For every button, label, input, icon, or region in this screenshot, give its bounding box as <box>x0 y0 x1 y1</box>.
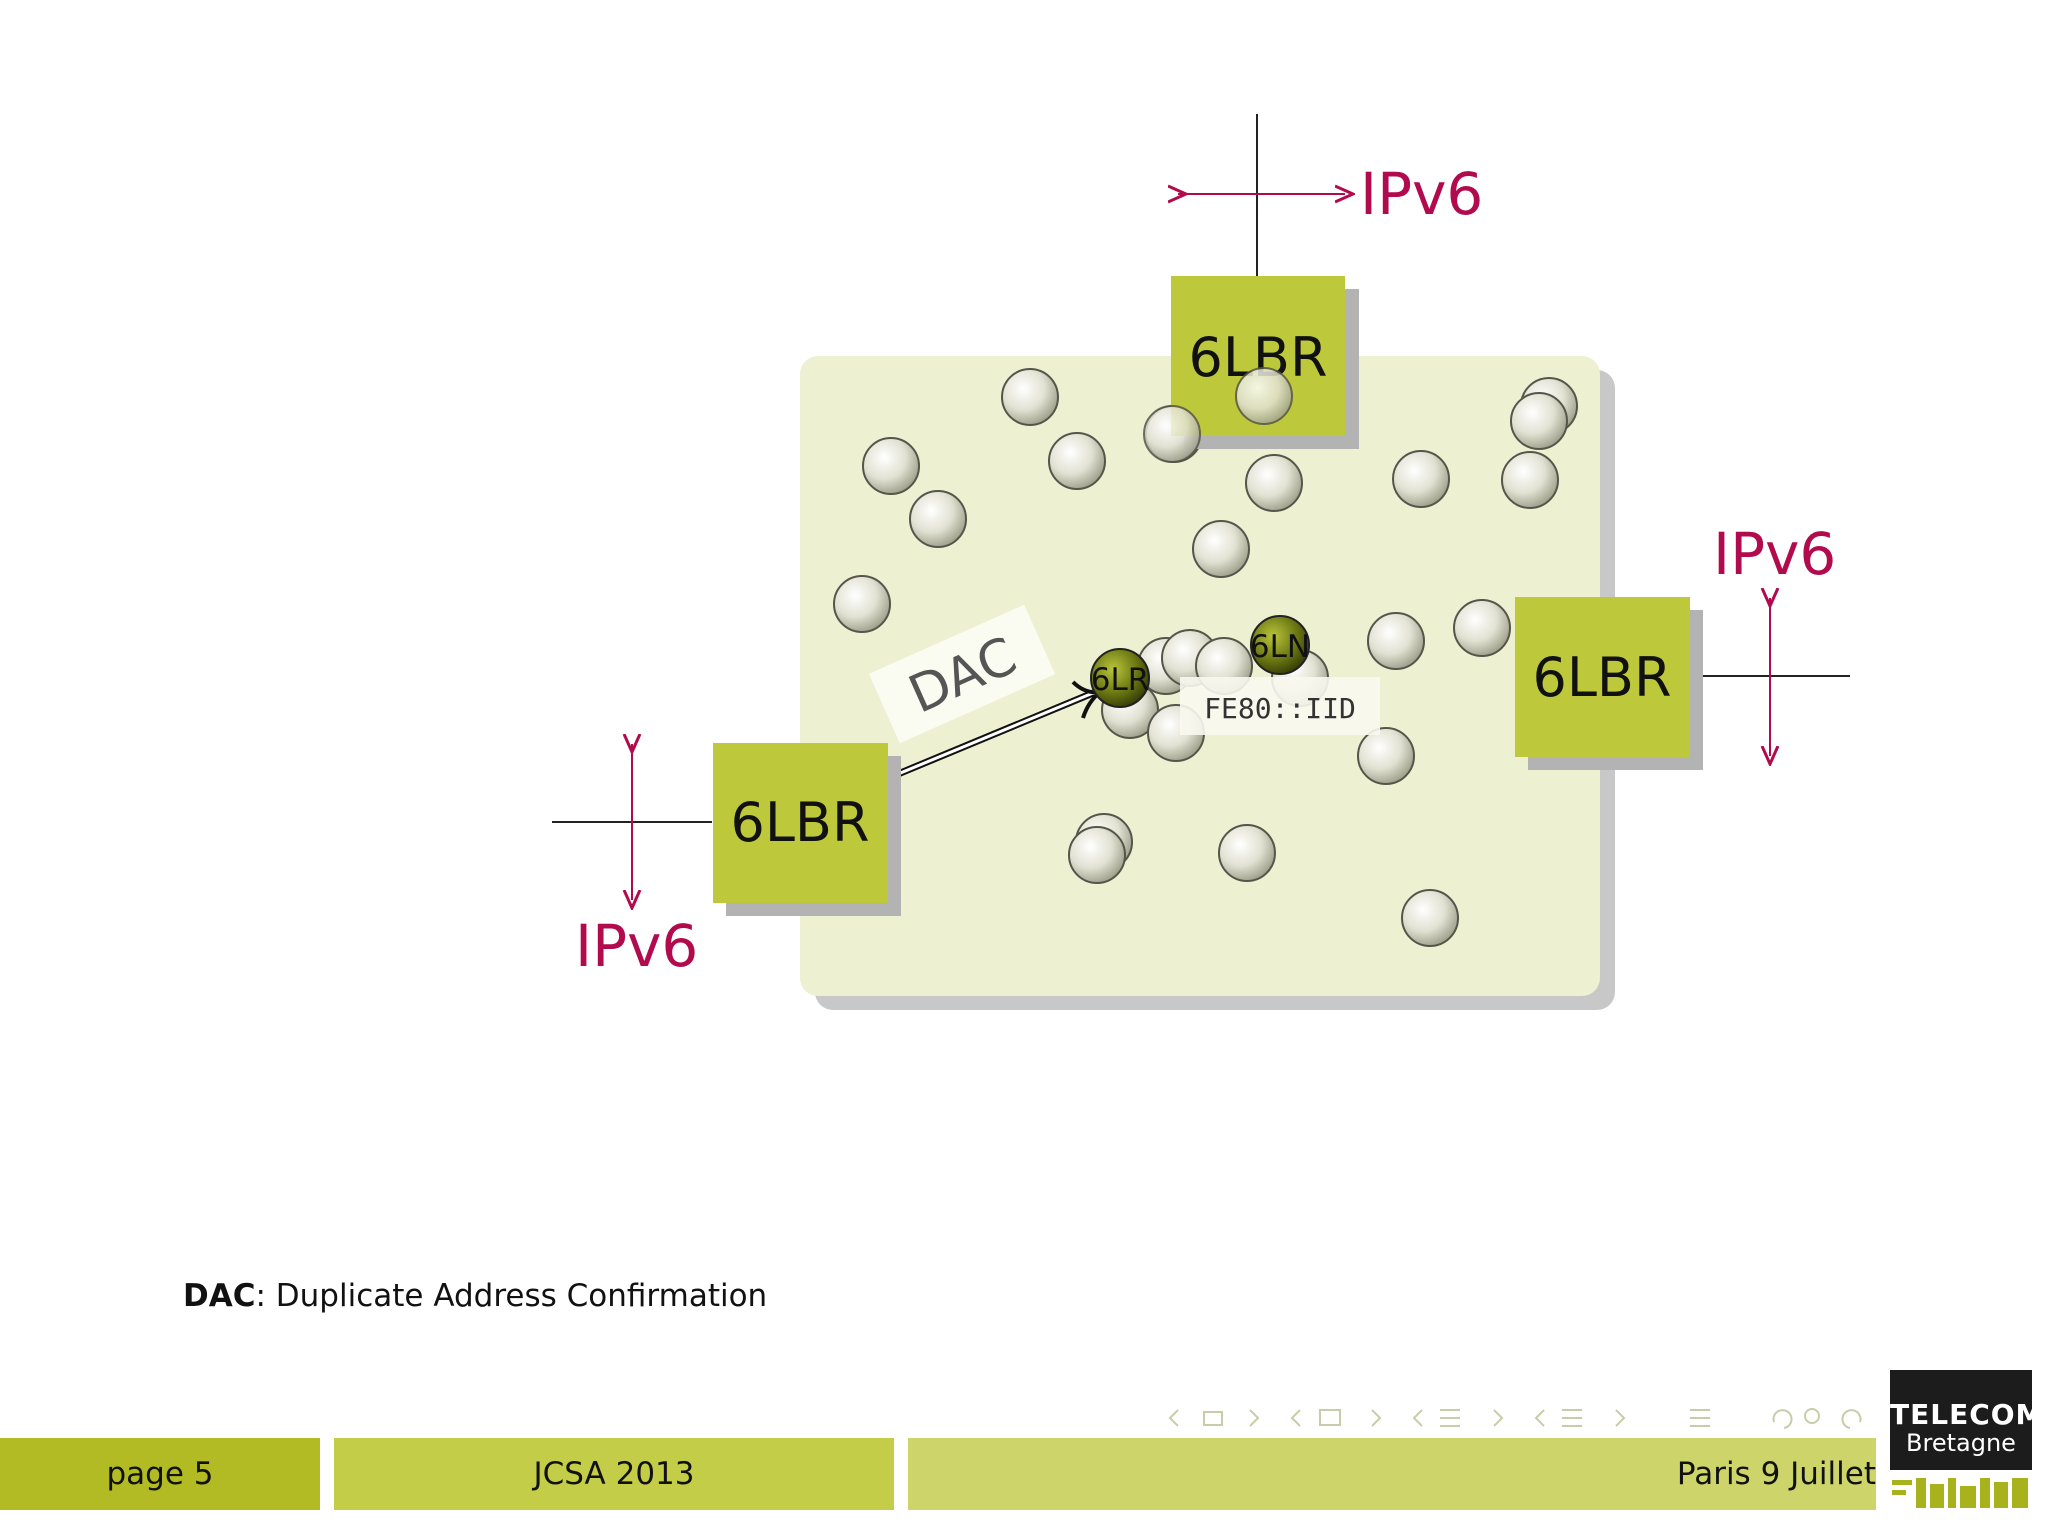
lbr-left: 6LBR <box>713 743 901 916</box>
caption-definition: : Duplicate Address Confirmation <box>255 1278 768 1314</box>
node <box>1357 727 1415 785</box>
node <box>1235 367 1293 425</box>
6lr-label: 6LR <box>1091 662 1150 698</box>
footer-page-label: page 5 <box>106 1456 214 1492</box>
lbr-right: 6LBR <box>1515 597 1703 770</box>
prev-section-icon[interactable] <box>1412 1409 1423 1427</box>
node <box>1245 454 1303 512</box>
next-frame-icon[interactable] <box>1249 1409 1260 1427</box>
6ln-label: 6LN <box>1250 629 1310 665</box>
prev-slide-icon[interactable] <box>1290 1409 1301 1427</box>
caption-term: DAC <box>183 1278 256 1314</box>
node <box>1192 520 1250 578</box>
top-ipv6-label: IPv6 <box>1360 160 1483 228</box>
6ln-node <box>1250 615 1310 675</box>
logo-line2: Bretagne <box>1906 1429 2016 1457</box>
node <box>1401 889 1459 947</box>
node <box>1143 405 1201 463</box>
node <box>1001 368 1059 426</box>
logo-line1: TELECOM <box>1890 1398 2045 1431</box>
right-ipv6-label: IPv6 <box>1713 520 1836 588</box>
node <box>833 575 891 633</box>
logo-emblem-icon <box>1890 1474 2032 1512</box>
search-icon[interactable] <box>1804 1408 1820 1424</box>
caption: DAC: Duplicate Address Confirmation <box>183 1278 767 1314</box>
slide-icon[interactable] <box>1319 1409 1341 1426</box>
forward-icon[interactable] <box>1841 1409 1862 1429</box>
frame-icon[interactable] <box>1203 1411 1223 1426</box>
left-ipv6-label: IPv6 <box>575 912 698 980</box>
footer-page: page 5 <box>0 1438 320 1510</box>
footer-event: JCSA 2013 <box>334 1438 894 1510</box>
node <box>1068 826 1126 884</box>
address-tag <box>1180 677 1380 735</box>
overlap-nodes <box>1143 367 1293 463</box>
document-icon[interactable] <box>1690 1409 1710 1427</box>
next-section-icon[interactable] <box>1493 1409 1504 1427</box>
footer-event-label: JCSA 2013 <box>533 1456 695 1492</box>
node <box>1048 432 1106 490</box>
node <box>1392 450 1450 508</box>
node <box>909 490 967 548</box>
prev-frame-icon[interactable] <box>1168 1409 1179 1427</box>
next-subsection-icon[interactable] <box>1615 1409 1626 1427</box>
back-icon[interactable] <box>1772 1409 1793 1429</box>
navigation-bar <box>1168 1408 1862 1429</box>
node <box>1367 612 1425 670</box>
next-slide-icon[interactable] <box>1371 1409 1382 1427</box>
telecom-bretagne-logo: TELECOM Bretagne <box>1890 1370 2045 1470</box>
prev-subsection-icon[interactable] <box>1534 1409 1545 1427</box>
node <box>1453 599 1511 657</box>
lbr-right-label: 6LBR <box>1532 646 1671 709</box>
subsection-icon[interactable] <box>1562 1409 1582 1427</box>
footer-place: Paris 9 Juillet <box>908 1438 1876 1510</box>
lbr-left-label: 6LBR <box>730 791 869 854</box>
node <box>1218 824 1276 882</box>
node <box>1510 392 1568 450</box>
footer-place-label: Paris 9 Juillet <box>1676 1456 1876 1492</box>
section-icon[interactable] <box>1440 1409 1460 1427</box>
node <box>862 437 920 495</box>
6lr-node <box>1090 648 1150 708</box>
address-label: FE80::IID <box>1204 692 1356 725</box>
node <box>1501 451 1559 509</box>
